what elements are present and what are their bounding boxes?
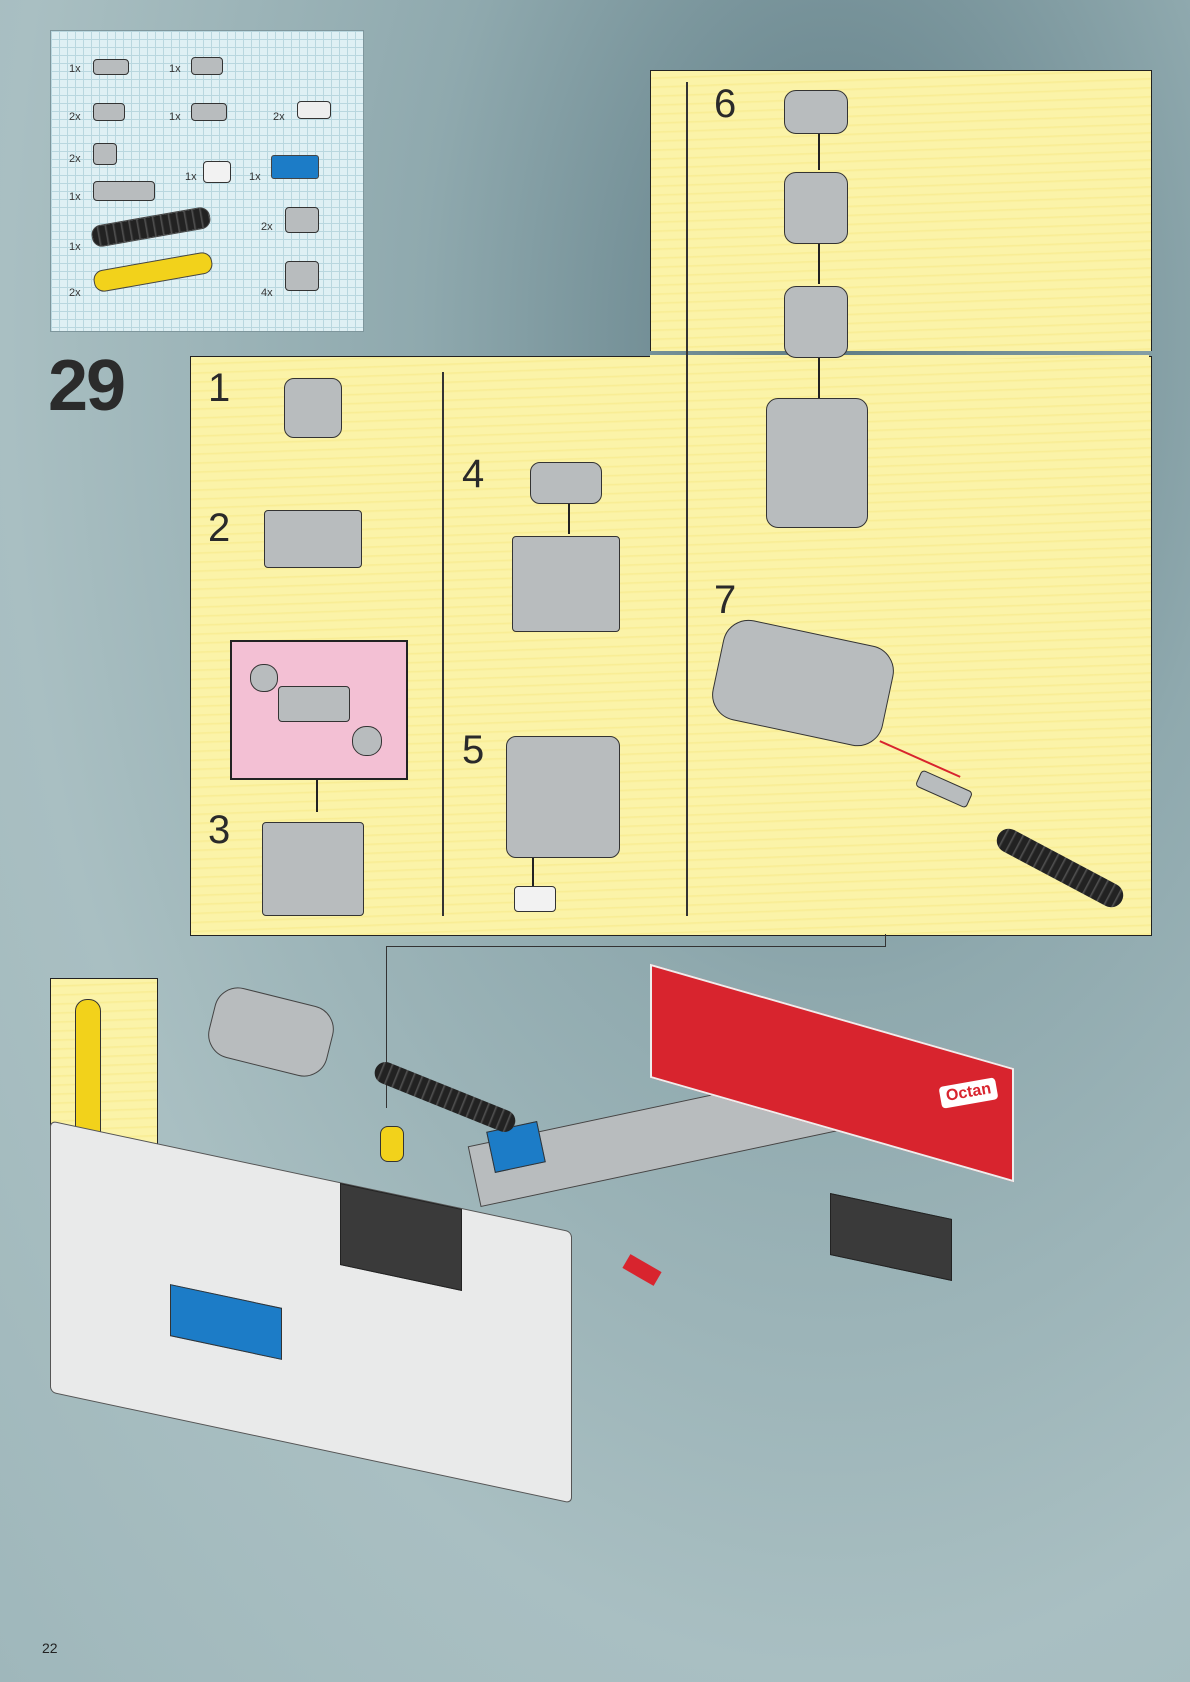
part-qty: 1x <box>169 63 181 75</box>
dark-bricks <box>830 1193 952 1281</box>
substep-6-number: 6 <box>714 82 736 127</box>
assembly-arrow <box>818 134 820 170</box>
part-flex-axle <box>90 206 212 249</box>
assembly-arrow <box>568 504 570 534</box>
substep-6-illustration <box>766 398 868 528</box>
part-round-plate <box>93 143 117 165</box>
part-qty: 1x <box>69 191 81 203</box>
part-qty: 4x <box>261 287 273 299</box>
part-clip-plate <box>191 103 227 121</box>
part-qty: 2x <box>273 111 285 123</box>
connector-illustration <box>352 726 382 756</box>
yellow-beam <box>380 1126 404 1162</box>
part-white-tile <box>203 161 231 183</box>
cylinder-assembly <box>203 982 339 1081</box>
part-qty: 1x <box>69 63 81 75</box>
round-brick-illustration <box>784 172 848 244</box>
white-tile-illustration <box>514 886 556 912</box>
connector-line <box>885 934 886 946</box>
assembly-arrow <box>818 244 820 284</box>
part-qty: 2x <box>69 287 81 299</box>
substep-3-illustration <box>262 822 364 916</box>
part-qty: 2x <box>261 221 273 233</box>
part-clip-plate <box>191 57 223 75</box>
step-number: 29 <box>48 345 124 427</box>
part-yellow-beam <box>92 251 214 294</box>
part-qty: 1x <box>249 171 261 183</box>
substep-3-number: 3 <box>208 808 230 853</box>
sub-assembly-callout <box>230 640 408 780</box>
substep-7-number: 7 <box>714 578 736 623</box>
clip-plate-illustration <box>278 686 350 722</box>
flex-axle <box>371 1059 518 1136</box>
part-round-brick <box>285 207 319 233</box>
column-divider <box>442 372 444 916</box>
part-axle-pin <box>93 59 129 75</box>
assembly-arrow <box>532 858 534 888</box>
parts-list-panel: 1x 1x 2x 1x 2x 2x 1x 1x 1x 2x 1x 2x 4x <box>50 30 364 332</box>
substep-5-illustration <box>506 736 620 858</box>
part-white-clip <box>297 101 331 119</box>
part-round-brick <box>285 261 319 291</box>
round-plate-illustration <box>784 90 848 134</box>
assembly-arrow <box>818 358 820 398</box>
part-blue-plate <box>271 155 319 179</box>
panel-seam <box>650 355 1149 359</box>
part-qty: 1x <box>69 241 81 253</box>
substep-4-number: 4 <box>462 452 484 497</box>
substep-4-illustration <box>512 536 620 632</box>
part-long-plate <box>93 181 155 201</box>
round-brick-illustration <box>284 378 342 438</box>
substep-2-number: 2 <box>208 506 230 551</box>
connector-illustration <box>250 664 278 692</box>
part-qty: 1x <box>185 171 197 183</box>
assembly-arrow <box>316 778 318 812</box>
page-number: 22 <box>42 1640 58 1656</box>
part-plate <box>93 103 125 121</box>
part-qty: 1x <box>169 111 181 123</box>
red-arrow <box>622 1254 661 1286</box>
substep-1-number: 1 <box>208 366 230 411</box>
part-qty: 2x <box>69 111 81 123</box>
column-divider <box>686 82 688 916</box>
model-illustration: Octan <box>50 956 1160 1676</box>
part-qty: 2x <box>69 153 81 165</box>
plate-assembly-illustration <box>264 510 362 568</box>
substep-5-number: 5 <box>462 728 484 773</box>
round-plate-illustration <box>530 462 602 504</box>
round-brick-illustration <box>784 286 848 358</box>
connector-line <box>386 946 886 947</box>
